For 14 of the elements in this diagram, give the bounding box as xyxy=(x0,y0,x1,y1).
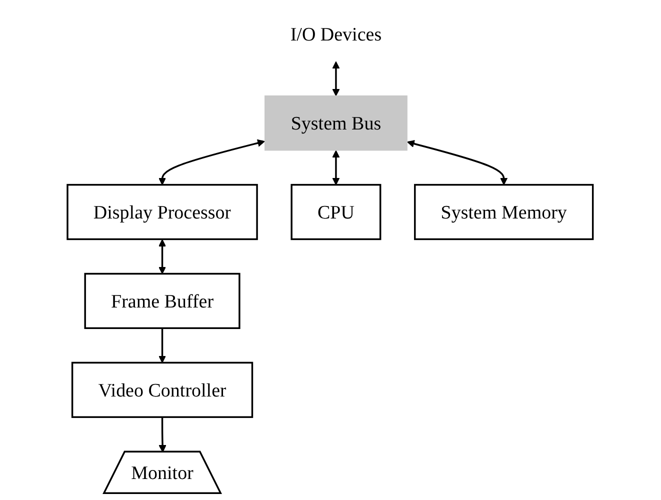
arrow xyxy=(158,139,266,186)
arrow xyxy=(332,61,340,96)
node-text: I/O Devices xyxy=(290,23,382,45)
node-box: System Memory xyxy=(414,184,594,240)
node-box: Frame Buffer xyxy=(84,272,241,330)
node-box: Video Controller xyxy=(72,362,254,418)
arrow xyxy=(332,150,340,186)
node-box: Display Processor xyxy=(66,184,258,240)
node-box: System Bus xyxy=(264,95,408,151)
arrow xyxy=(158,328,166,364)
arrow xyxy=(158,239,166,274)
node-box: CPU xyxy=(291,184,382,240)
arrow xyxy=(407,140,508,186)
arrow xyxy=(159,417,167,452)
